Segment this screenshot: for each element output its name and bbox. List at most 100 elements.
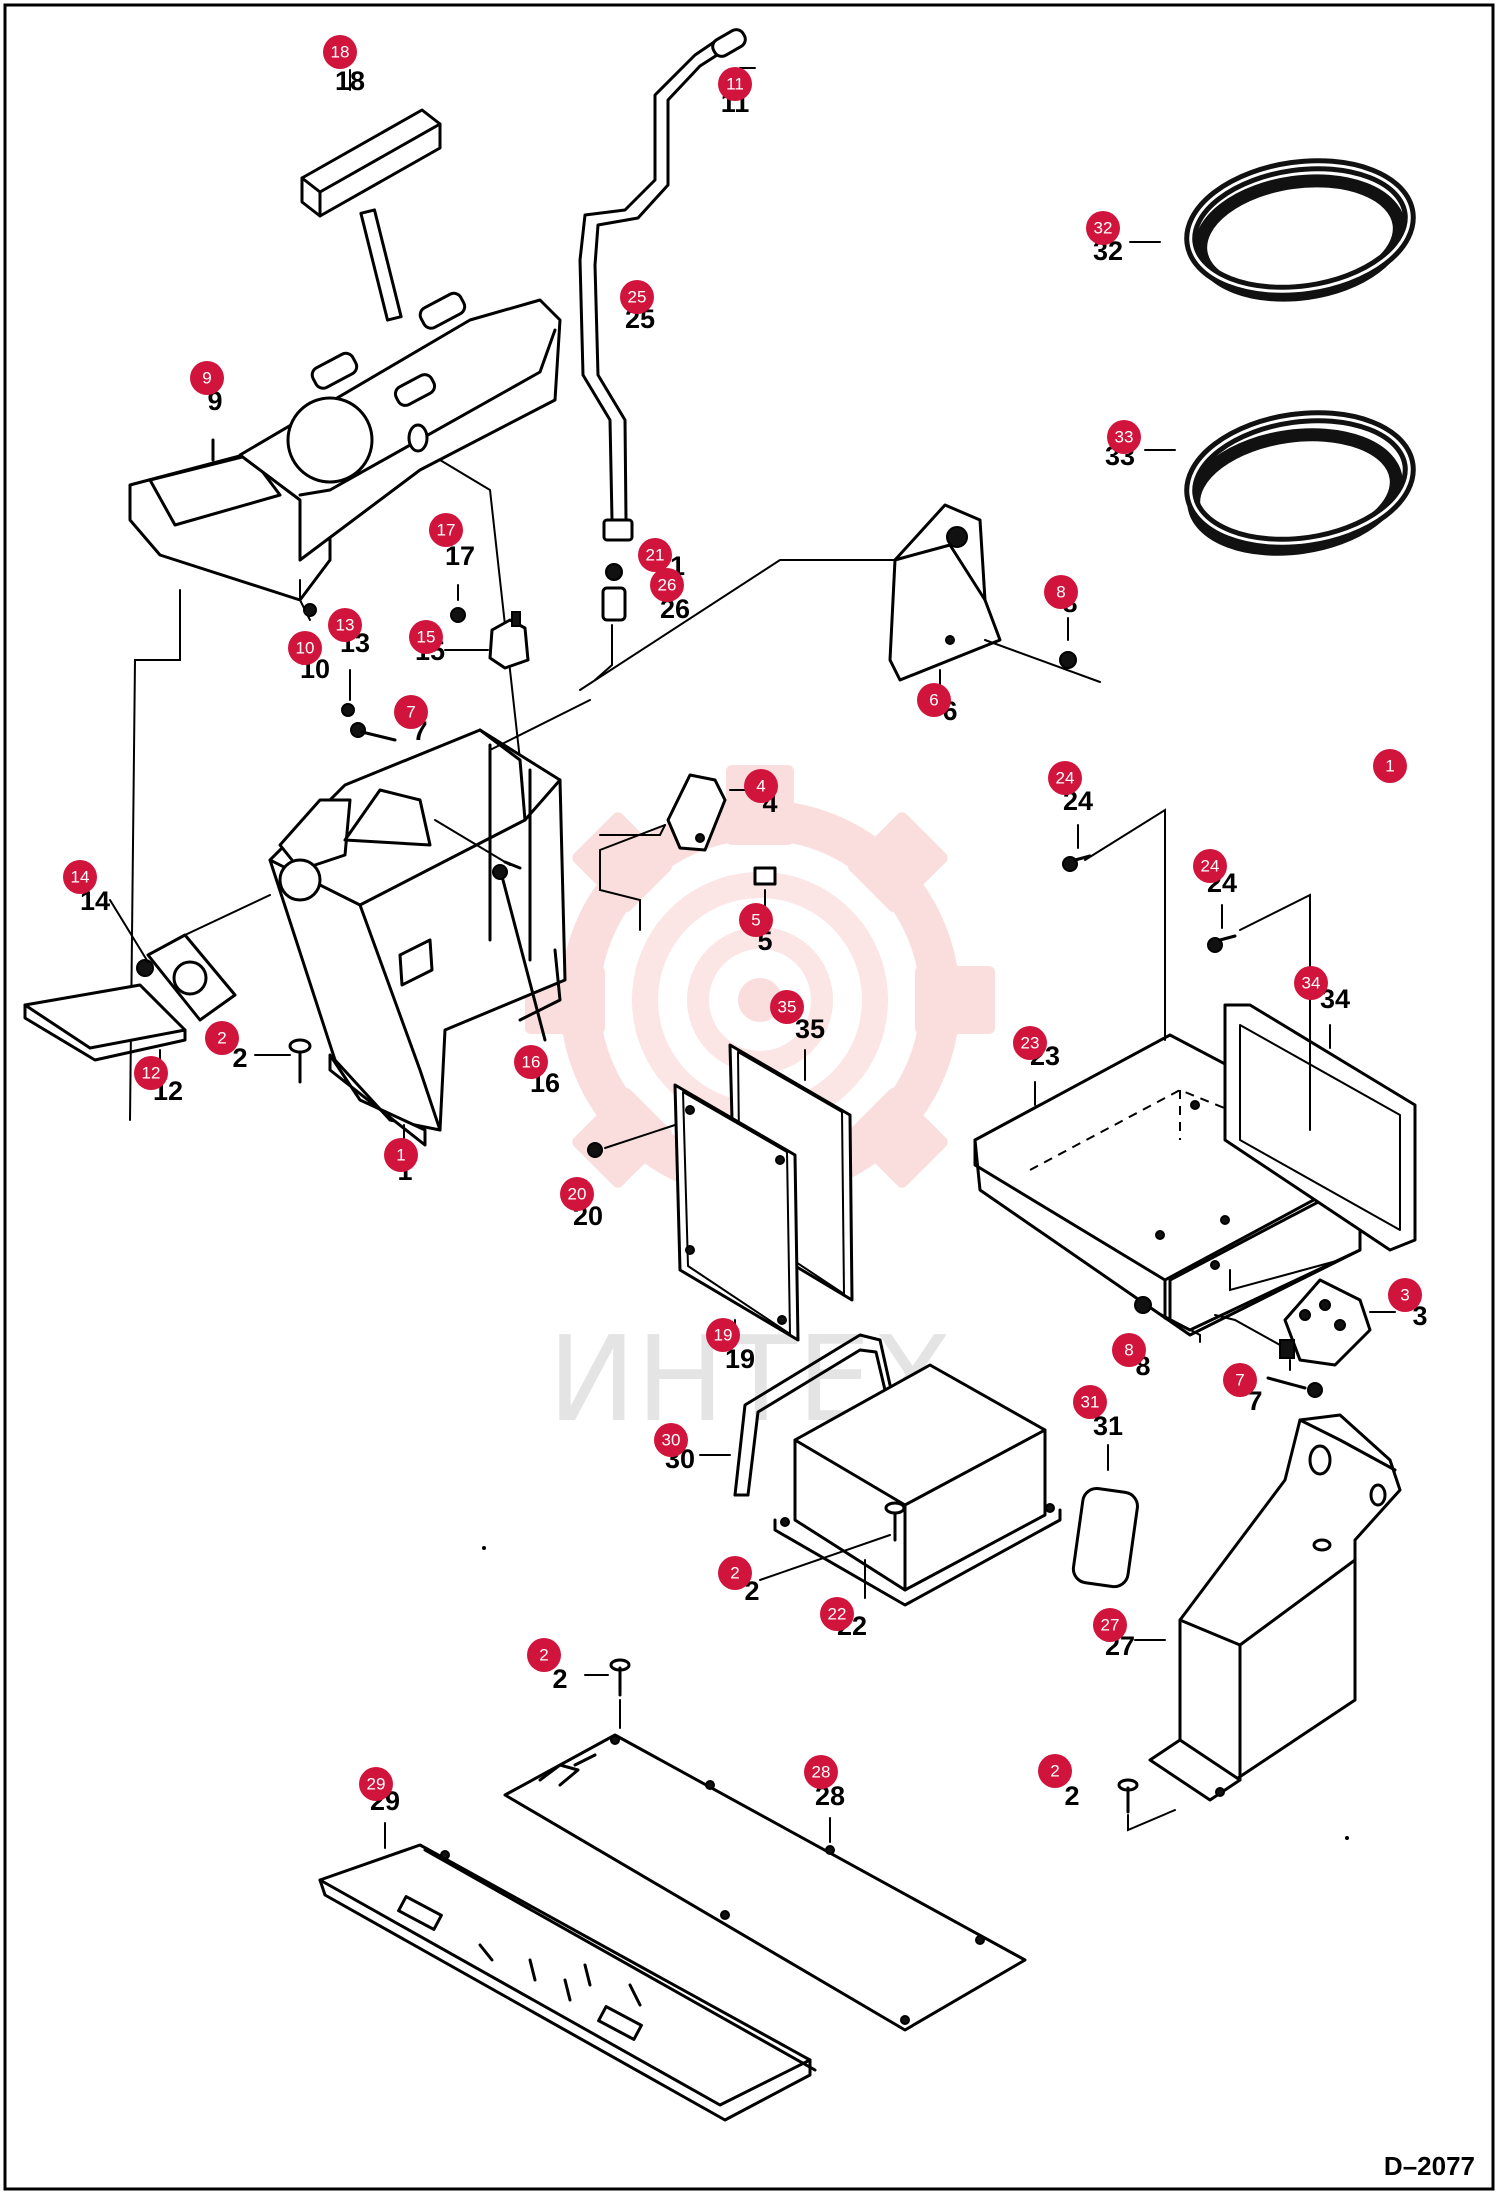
part-27-side-housing (1134, 1413, 1402, 1802)
badge-30: 30 (654, 1423, 688, 1457)
badge-20: 20 (560, 1177, 594, 1211)
part-17-nut (450, 607, 466, 623)
part-5-plug (753, 866, 777, 886)
badge-32: 32 (1086, 211, 1120, 245)
part-20-screw (587, 1142, 603, 1158)
badge-15: 15 (409, 620, 443, 654)
label-2-plate: 2 (552, 1664, 567, 1694)
label-2-housing: 2 (1064, 1781, 1079, 1811)
svg-text:5: 5 (751, 911, 760, 930)
part-6-bracket (888, 503, 1101, 691)
part-15-switch (488, 611, 530, 670)
part-7-bolt-lower (1266, 1376, 1323, 1398)
svg-text:15: 15 (417, 628, 436, 647)
part-18-t-handle (300, 69, 442, 322)
badge-5: 5 (739, 903, 773, 937)
badge-29: 29 (359, 1767, 393, 1801)
label-2-left: 2 (232, 1043, 247, 1073)
svg-text:17: 17 (437, 521, 456, 540)
badge-34: 34 (1294, 966, 1328, 1000)
badge-24-b: 24 (1193, 849, 1227, 883)
part-2-screw-plate (609, 1658, 631, 1697)
part-19-panel-plate (673, 1083, 800, 1342)
svg-text:7: 7 (406, 703, 415, 722)
badge-33: 33 (1107, 420, 1141, 454)
svg-text:1: 1 (1385, 757, 1394, 776)
svg-text:6: 6 (929, 691, 938, 710)
badge-11: 11 (718, 67, 752, 101)
svg-text:8: 8 (1056, 583, 1065, 602)
badge-21: 21 (638, 538, 672, 572)
svg-text:26: 26 (658, 576, 677, 595)
part-12-floor-bracket (23, 983, 187, 1071)
badge-18: 18 (323, 35, 357, 69)
badge-28: 28 (804, 1755, 838, 1789)
svg-text:24: 24 (1056, 769, 1075, 788)
svg-text:21: 21 (646, 546, 665, 565)
badge-2-housing: 2 (1038, 1754, 1072, 1788)
svg-text:1: 1 (396, 1146, 405, 1165)
part-14-gasket-plate (136, 933, 237, 1022)
badge-19: 19 (706, 1318, 740, 1352)
svg-text:28: 28 (812, 1763, 831, 1782)
badge-7-lower: 7 (1223, 1363, 1257, 1397)
part-13-screw (341, 703, 355, 717)
part-32-hose-coil (1129, 158, 1416, 302)
badge-2-plate: 2 (527, 1638, 561, 1672)
badge-4: 4 (744, 769, 778, 803)
part-10-screw (303, 603, 317, 617)
badge-8-lower: 8 (1112, 1333, 1146, 1367)
badge-1-side: 1 (1373, 749, 1407, 783)
part-28-floor-plate (503, 1733, 1027, 2032)
svg-text:35: 35 (778, 998, 797, 1017)
svg-text:3: 3 (1400, 1286, 1409, 1305)
badge-27: 27 (1093, 1608, 1127, 1642)
svg-text:20: 20 (568, 1185, 587, 1204)
badge-31: 31 (1073, 1385, 1107, 1419)
badge-24-a: 24 (1048, 761, 1082, 795)
svg-text:23: 23 (1021, 1034, 1040, 1053)
badge-16: 16 (514, 1045, 548, 1079)
part-22-control-box (773, 1363, 1062, 1607)
badge-14: 14 (63, 860, 97, 894)
svg-text:8: 8 (1124, 1341, 1133, 1360)
label-35: 35 (795, 1014, 825, 1044)
badge-12: 12 (134, 1056, 168, 1090)
label-7-lower: 7 (1247, 1386, 1262, 1416)
part-24-screw-b (1207, 934, 1237, 953)
svg-text:25: 25 (628, 288, 647, 307)
part-2-screw-box (884, 1501, 906, 1542)
svg-text:29: 29 (367, 1775, 386, 1794)
drawing-code: D–2077 (1384, 2151, 1475, 2181)
svg-text:30: 30 (662, 1431, 681, 1450)
svg-text:27: 27 (1101, 1616, 1120, 1635)
svg-text:10: 10 (296, 639, 315, 658)
badge-22: 22 (820, 1597, 854, 1631)
svg-text:24: 24 (1201, 857, 1220, 876)
badge-25: 25 (620, 280, 654, 314)
part-2-screw-housing (1117, 1778, 1139, 1814)
svg-text:19: 19 (714, 1326, 733, 1345)
part-24-screw-a (1062, 854, 1092, 872)
badge-9: 9 (190, 361, 224, 395)
part-3-mount-bracket (1279, 1278, 1372, 1367)
svg-text:18: 18 (331, 43, 350, 62)
part-1-main-pedestal (268, 728, 567, 1149)
svg-text:13: 13 (336, 616, 355, 635)
diagram-border (3, 3, 1495, 2191)
svg-text:2: 2 (217, 1029, 226, 1048)
badge-10: 10 (288, 631, 322, 665)
svg-text:12: 12 (142, 1064, 161, 1083)
badge-13: 13 (328, 608, 362, 642)
part-8-nut (1059, 651, 1077, 669)
badge-2-box: 2 (718, 1556, 752, 1590)
svg-text:34: 34 (1302, 974, 1321, 993)
label-18: 18 (335, 66, 365, 96)
svg-text:14: 14 (71, 868, 90, 887)
badge-2-left: 2 (205, 1021, 239, 1055)
part-4-cover-plate (666, 773, 727, 852)
part-8-nut-lower (1134, 1296, 1152, 1314)
badge-7-top: 7 (394, 695, 428, 729)
